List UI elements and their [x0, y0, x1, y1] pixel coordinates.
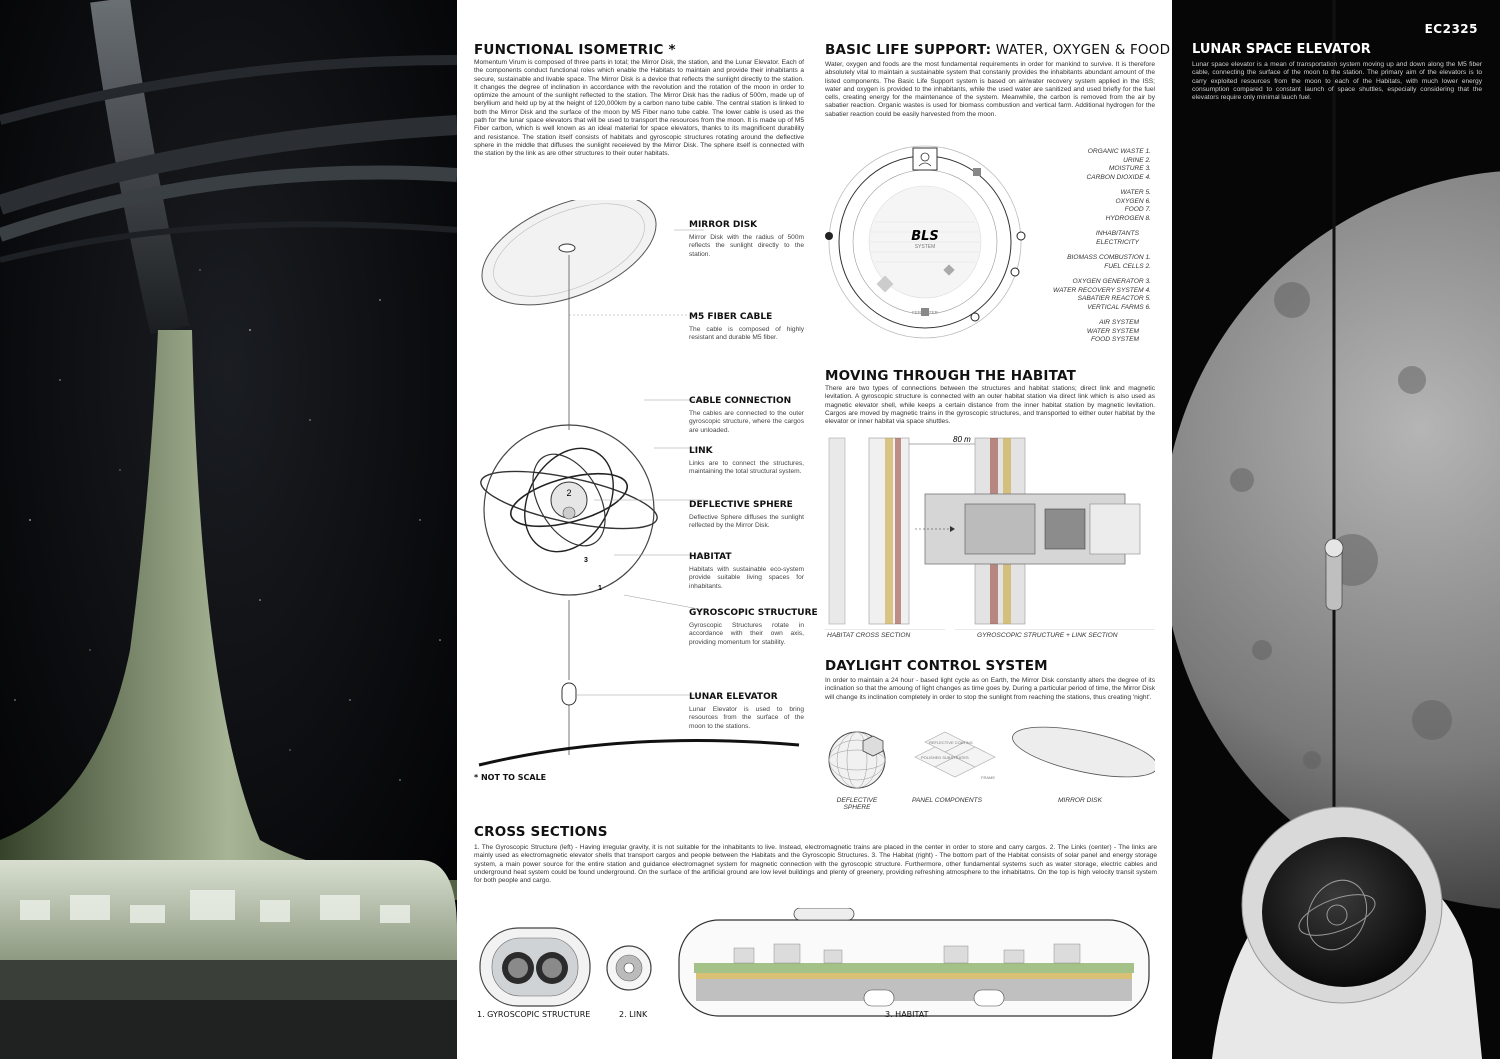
caption-mirror-disk: MIRROR DISK — [1058, 797, 1102, 804]
person-icon — [920, 152, 930, 162]
legend-hydrogen: HYDROGEN 8. — [1105, 214, 1151, 222]
legend-moisture: MOISTURE 3. — [1108, 165, 1151, 172]
bls-node-left — [825, 232, 833, 240]
legend-sabatier: SABATIER REACTOR 5. — [1077, 295, 1151, 302]
moon-astronaut-svg — [1172, 0, 1500, 1059]
caption-panel-components: PANEL COMPONENTS — [911, 797, 983, 804]
lunar-elevator-shape — [561, 682, 577, 706]
caption-habitat: 3. HABITAT — [885, 1010, 929, 1019]
bls-legend: ORGANIC WASTE 1. URINE 2. MOISTURE 3. CA… — [1039, 148, 1151, 345]
cross-body: 1. The Gyroscopic Structure (left) - Hav… — [474, 844, 1157, 885]
inhabitants-box — [912, 147, 938, 171]
comp-title-m5-fiber-cable: M5 FIBER CABLE — [689, 312, 773, 322]
comp-title-habitat: HABITAT — [689, 552, 732, 562]
legend-inhabitants: INHABITANTS — [1095, 230, 1139, 237]
caption-habitat-cross-section: HABITAT CROSS SECTION — [827, 632, 911, 639]
bls-body: Water, oxygen and foods are the most fun… — [825, 61, 1155, 118]
legend-oxygen-generator: OXYGEN GENERATOR 3. — [1072, 278, 1151, 285]
moving-body: There are two types of connections betwe… — [825, 385, 1155, 426]
legend-food-system: FOOD SYSTEM — [1091, 336, 1139, 343]
legend-water-system: WATER SYSTEM — [1086, 327, 1139, 335]
station-render-svg — [0, 0, 457, 1059]
panel-label-coating: REFLECTIVE COATING — [929, 740, 973, 745]
daylight-body: In order to maintain a 24 hour - based l… — [825, 677, 1155, 701]
bls-center-sub: SYSTEM — [915, 244, 936, 250]
comp-title-lunar-elevator: LUNAR ELEVATOR — [689, 692, 778, 702]
bls-diagram: BLS SYSTEM FERTILIZER — [825, 145, 1026, 339]
cross-title: CROSS SECTIONS — [474, 824, 608, 840]
legend-biomass: BIOMASS COMBUSTION 1. — [1067, 254, 1151, 261]
moving-title: MOVING THROUGH THE HABITAT — [825, 368, 1076, 384]
bls-title-bold: BASIC LIFE SUPPORT: — [825, 42, 992, 58]
bls-title: BASIC LIFE SUPPORT: WATER, OXYGEN & FOOD — [825, 42, 1170, 58]
comp-title-link: LINK — [689, 446, 713, 456]
functional-title: FUNCTIONAL ISOMETRIC * — [474, 42, 676, 58]
daylight-title: DAYLIGHT CONTROL SYSTEM — [825, 658, 1048, 674]
poster-code: EC2325 — [1424, 22, 1478, 36]
caption-gyroscopic-structure: 1. GYROSCOPIC STRUCTURE — [477, 1010, 591, 1019]
bls-title-light: WATER, OXYGEN & FOOD — [991, 42, 1171, 58]
caption-gyro-link-section: GYROSCOPIC STRUCTURE + LINK SECTION — [977, 632, 1118, 639]
legend-fuel-cells: FUEL CELLS 2. — [1104, 262, 1151, 270]
comp-desc-gyroscopic-structure: Gyroscopic Structures rotate in accordan… — [689, 622, 804, 646]
mirror-disk-shape — [481, 200, 657, 306]
iso-number-3: 3 — [584, 557, 588, 564]
legend-water-recovery: WATER RECOVERY SYSTEM 4. — [1053, 286, 1151, 294]
comp-desc-m5-fiber-cable: The cable is composed of highly resistan… — [689, 326, 804, 342]
comp-title-mirror-disk: MIRROR DISK — [689, 220, 758, 230]
comp-title-deflective-sphere: DEFLECTIVE SPHERE — [689, 500, 793, 510]
lunar-title: LUNAR SPACE ELEVATOR — [1192, 42, 1371, 57]
comp-desc-lunar-elevator: Lunar Elevator is used to bring resource… — [689, 706, 804, 730]
panel-label-substrates: POLISHED SUBSTRATES — [921, 755, 969, 760]
comp-desc-habitat: Habitats with sustainable eco-system pro… — [689, 566, 804, 590]
cross-sections-diagram — [479, 908, 1150, 1017]
caption-deflective-sphere: DEFLECTIVE SPHERE — [836, 797, 878, 811]
content-panel: FUNCTIONAL ISOMETRIC * Momentum Virum is… — [457, 0, 1172, 1059]
not-to-scale-note: * NOT TO SCALE — [474, 773, 547, 782]
legend-air-system: AIR SYSTEM — [1099, 319, 1139, 326]
comp-desc-link: Links are to connect the structures, mai… — [689, 460, 804, 476]
comp-desc-cable-connection: The cables are connected to the outer gy… — [689, 410, 804, 434]
legend-carbon-dioxide: CARBON DIOXIDE 4. — [1086, 173, 1152, 181]
legend-urine: URINE 2. — [1123, 156, 1151, 164]
legend-electricity: ELECTRICITY — [1096, 238, 1139, 246]
iso-number-1: 1 — [598, 585, 602, 592]
station-render-image — [0, 0, 457, 1059]
visor-icon — [1262, 837, 1426, 987]
legend-water: WATER 5. — [1120, 189, 1151, 196]
dim-80m: 80 m — [953, 435, 971, 444]
legend-vertical-farms: VERTICAL FARMS 6. — [1087, 303, 1151, 311]
legend-food: FOOD 7. — [1124, 206, 1151, 213]
comp-title-gyroscopic-structure: GYROSCOPIC STRUCTURE — [689, 608, 818, 618]
functional-body: Momentum Virum is composed of three part… — [474, 59, 804, 158]
legend-organic-waste: ORGANIC WASTE 1. — [1087, 148, 1151, 155]
panel-components-icon — [914, 731, 996, 778]
comp-title-cable-connection: CABLE CONNECTION — [689, 396, 792, 406]
legend-oxygen: OXYGEN 6. — [1115, 197, 1151, 205]
comp-desc-mirror-disk: Mirror Disk with the radius of 500m refl… — [689, 234, 804, 258]
iso-number-2: 2 — [566, 488, 571, 498]
lunar-elevator-render: EC2325 LUNAR SPACE ELEVATOR Lunar space … — [1172, 0, 1500, 1059]
mirror-disk-icon — [1012, 726, 1155, 778]
caption-link: 2. LINK — [619, 1010, 648, 1019]
bls-center-label: BLS — [911, 229, 939, 244]
lunar-body: Lunar space elevator is a mean of transp… — [1192, 61, 1482, 102]
comp-desc-deflective-sphere: Deflective Sphere diffuses the sunlight … — [689, 514, 804, 530]
panel-label-frame: FRAME — [981, 775, 995, 780]
daylight-diagram: REFLECTIVE COATING POLISHED SUBSTRATES F… — [828, 726, 1155, 789]
isometric-diagram: 2 3 1 — [478, 200, 800, 767]
habitat-sections-diagram: 80 m — [825, 435, 1155, 630]
